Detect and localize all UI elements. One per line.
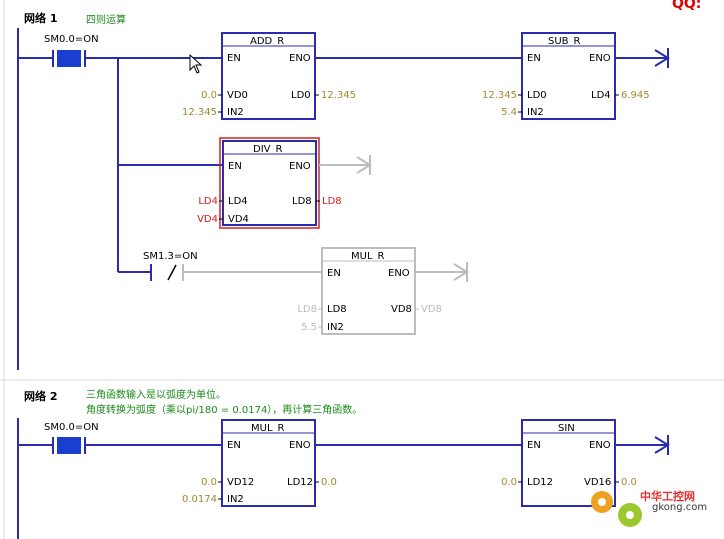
svg-text:IN2: IN2 xyxy=(527,107,544,118)
mul-r2-in1-value: 0.0 xyxy=(201,477,217,488)
svg-text:LD4: LD4 xyxy=(228,196,248,207)
mouse-cursor-icon xyxy=(189,53,203,74)
svg-text:EN: EN xyxy=(527,53,541,64)
svg-text:EN: EN xyxy=(327,268,341,279)
svg-text:LD4: LD4 xyxy=(591,90,611,101)
svg-text:VD12: VD12 xyxy=(227,477,254,488)
eno-arrow-icon-mul-1 xyxy=(415,262,469,282)
network-1-title[interactable]: 网络 1 xyxy=(24,12,58,25)
svg-text:ENO: ENO xyxy=(589,53,611,64)
svg-text:LD12: LD12 xyxy=(287,477,313,488)
svg-text:IN2: IN2 xyxy=(227,494,244,505)
contact-sm0-0-network-1[interactable]: SM0.0=ON xyxy=(18,34,120,67)
mul-r1-out-value: VD8 xyxy=(421,304,442,315)
svg-text:ENO: ENO xyxy=(388,268,410,279)
sin-out-value: 0.0 xyxy=(621,477,637,488)
network-2-comment-line1[interactable]: 三角函数输入是以弧度为单位。 xyxy=(86,390,226,401)
svg-text:ENO: ENO xyxy=(289,53,311,64)
block-mul-r-network-2[interactable]: MUL_R EN ENO VD12 IN2 LD12 xyxy=(221,419,316,507)
svg-text:EN: EN xyxy=(228,161,242,172)
network-2-title[interactable]: 网络 2 xyxy=(24,390,58,403)
block-mul-r-network-1[interactable]: MUL_R EN ENO LD8 IN2 VD8 xyxy=(321,247,416,335)
watermark-brand-cn: 中华工控网 xyxy=(640,490,695,503)
block-sub-r[interactable]: SUB_R EN ENO LD0 IN2 LD4 xyxy=(521,32,616,120)
mul-r2-out-value: 0.0 xyxy=(321,477,337,488)
svg-text:DIV_R: DIV_R xyxy=(253,144,282,155)
div-r-in2-value: VD4 xyxy=(197,214,218,225)
svg-text:EN: EN xyxy=(227,53,241,64)
svg-text:MUL_R: MUL_R xyxy=(251,423,285,434)
svg-text:IN2: IN2 xyxy=(227,107,244,118)
network-2-comment-line2[interactable]: 角度转换为弧度（乘以pi/180 = 0.0174），再计算三角函数。 xyxy=(86,405,363,416)
svg-text:VD8: VD8 xyxy=(391,304,412,315)
contact-sm0-0-network-2[interactable]: SM0.0=ON xyxy=(18,422,99,454)
svg-text:IN2: IN2 xyxy=(327,322,344,333)
eno-arrow-icon-div xyxy=(319,155,372,175)
add-r-in1-value: 0.0 xyxy=(201,90,217,101)
mul-r1-in1-value: LD8 xyxy=(297,304,317,315)
svg-text:VD16: VD16 xyxy=(584,477,611,488)
svg-text:LD12: LD12 xyxy=(527,477,553,488)
network-1-comment[interactable]: 四则运算 xyxy=(86,15,126,26)
svg-text:MUL_R: MUL_R xyxy=(351,251,385,262)
block-div-r[interactable]: DIV_R EN ENO LD4 VD4 LD8 xyxy=(219,137,320,229)
svg-text:VD0: VD0 xyxy=(227,90,248,101)
sub-r-out-value: 6.945 xyxy=(621,90,650,101)
watermark-qq: QQ: xyxy=(672,0,702,12)
svg-text:VD4: VD4 xyxy=(228,214,249,225)
div-r-in1-value: LD4 xyxy=(198,196,218,207)
sub-r-in1-value: 12.345 xyxy=(482,90,517,101)
svg-text:EN: EN xyxy=(227,440,241,451)
sub-r-in2-value: 5.4 xyxy=(501,107,517,118)
div-r-out-value: LD8 xyxy=(322,196,342,207)
contact-sm1-3[interactable]: SM1.3=ON xyxy=(143,251,198,281)
eno-arrow-icon-sub xyxy=(615,48,670,68)
contact-label-sm1-3: SM1.3=ON xyxy=(143,251,198,262)
svg-text:EN: EN xyxy=(527,440,541,451)
eno-arrow-icon-sin xyxy=(615,435,670,455)
svg-text:LD0: LD0 xyxy=(291,90,311,101)
svg-text:ENO: ENO xyxy=(289,161,311,172)
svg-text:ENO: ENO xyxy=(289,440,311,451)
svg-text:ENO: ENO xyxy=(589,440,611,451)
block-add-r[interactable]: ADD_R EN ENO VD0 IN2 LD0 xyxy=(221,32,316,120)
mul-r2-in2-value: 0.0174 xyxy=(182,494,217,505)
svg-text:LD8: LD8 xyxy=(292,196,312,207)
gear-logo-icon xyxy=(591,491,642,527)
svg-text:SUB_R: SUB_R xyxy=(548,36,581,47)
add-r-out-value: 12.345 xyxy=(321,90,356,101)
contact-label-sm0-0-a: SM0.0=ON xyxy=(44,34,99,45)
sin-in1-value: 0.0 xyxy=(501,477,517,488)
svg-text:SIN: SIN xyxy=(558,423,575,434)
svg-text:LD0: LD0 xyxy=(527,90,547,101)
block-sin[interactable]: SIN EN ENO LD12 VD16 xyxy=(521,419,616,507)
svg-text:LD8: LD8 xyxy=(327,304,347,315)
add-r-in2-value: 12.345 xyxy=(182,107,217,118)
contact-label-sm0-0-b: SM0.0=ON xyxy=(44,422,99,433)
svg-text:ADD_R: ADD_R xyxy=(250,36,284,47)
mul-r1-in2-value: 5.5 xyxy=(301,322,317,333)
watermark-brand-url: gkong.com xyxy=(652,502,708,513)
